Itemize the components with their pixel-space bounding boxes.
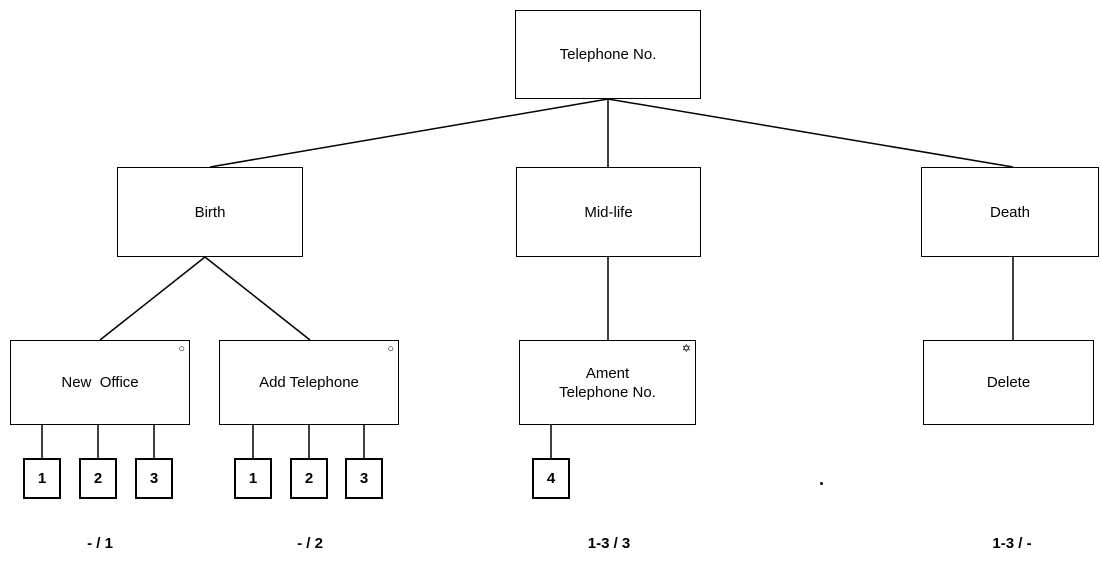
connector-root-death xyxy=(608,99,1013,167)
connector-root-birth xyxy=(210,99,608,167)
operation-box: 2 xyxy=(79,458,117,499)
circle-marker-icon: ○ xyxy=(178,344,185,355)
connector-birth-add-telephone xyxy=(205,257,310,340)
operation-box: 3 xyxy=(345,458,383,499)
operation-number: 3 xyxy=(360,470,368,487)
operation-number: 4 xyxy=(547,470,555,487)
root-node: Telephone No. xyxy=(515,10,701,99)
root-node-label: Telephone No. xyxy=(560,45,657,64)
operation-number: 2 xyxy=(94,470,102,487)
circle-marker-icon: ○ xyxy=(387,344,394,355)
event-delete-node: Delete xyxy=(923,340,1094,425)
connector-birth-new-office xyxy=(100,257,205,340)
star-marker-icon: ✡ xyxy=(682,344,691,355)
phase-birth-node: Birth xyxy=(117,167,303,257)
operation-number: 3 xyxy=(150,470,158,487)
phase-midlife-label: Mid-life xyxy=(584,203,632,222)
operation-box: 1 xyxy=(23,458,61,499)
event-add-telephone-node: Add Telephone ○ xyxy=(219,340,399,425)
operation-box: 1 xyxy=(234,458,272,499)
operation-box: 3 xyxy=(135,458,173,499)
phase-death-node: Death xyxy=(921,167,1099,257)
operation-box: 4 xyxy=(532,458,570,499)
operation-number: 1 xyxy=(38,470,46,487)
operation-number: 2 xyxy=(305,470,313,487)
event-delete-label: Delete xyxy=(987,373,1030,392)
operation-box: 2 xyxy=(290,458,328,499)
phase-birth-label: Birth xyxy=(195,203,226,222)
caption-delete: 1-3 / - xyxy=(952,535,1072,552)
phase-death-label: Death xyxy=(990,203,1030,222)
caption-ament: 1-3 / 3 xyxy=(549,535,669,552)
operation-number: 1 xyxy=(249,470,257,487)
stray-dot xyxy=(820,482,823,485)
event-add-telephone-label: Add Telephone xyxy=(259,373,359,392)
event-new-office-label: New Office xyxy=(61,373,138,392)
caption-add-telephone: - / 2 xyxy=(250,535,370,552)
event-ament-node: Ament Telephone No. ✡ xyxy=(519,340,696,425)
caption-new-office: - / 1 xyxy=(40,535,160,552)
event-new-office-node: New Office ○ xyxy=(10,340,190,425)
phase-midlife-node: Mid-life xyxy=(516,167,701,257)
event-ament-label: Ament Telephone No. xyxy=(559,364,656,402)
